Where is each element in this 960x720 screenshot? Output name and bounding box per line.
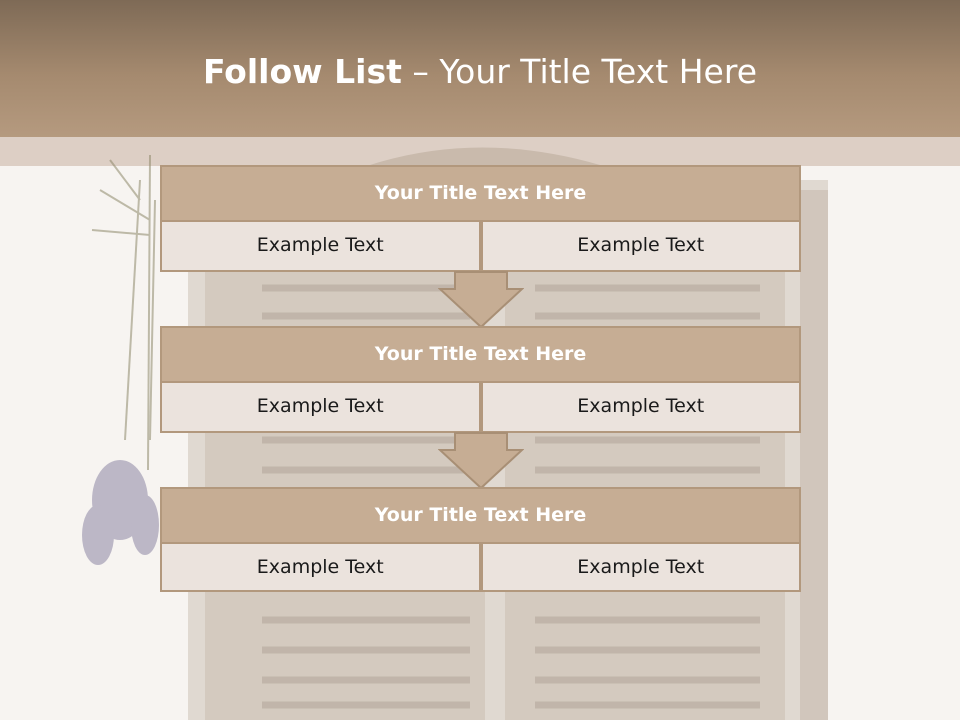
slide-title-separator: – xyxy=(401,52,440,91)
down-arrow-icon xyxy=(438,432,524,490)
list-block-2: Your Title Text Here Example Text Exampl… xyxy=(160,326,801,433)
block-title: Your Title Text Here xyxy=(160,165,801,222)
block-cell-left: Example Text xyxy=(160,222,481,272)
slide-title-rest: Your Title Text Here xyxy=(439,52,758,91)
slide-title-bold: Follow List xyxy=(202,52,402,91)
block-cell-right: Example Text xyxy=(480,383,801,433)
block-cell-right: Example Text xyxy=(480,544,801,592)
block-row: Example Text Example Text xyxy=(160,544,801,592)
list-block-1: Your Title Text Here Example Text Exampl… xyxy=(160,165,801,272)
block-title: Your Title Text Here xyxy=(160,487,801,544)
block-cell-right: Example Text xyxy=(480,222,801,272)
block-row: Example Text Example Text xyxy=(160,222,801,272)
down-arrow-icon xyxy=(438,271,524,329)
list-block-3: Your Title Text Here Example Text Exampl… xyxy=(160,487,801,592)
block-cell-left: Example Text xyxy=(160,544,481,592)
block-cell-left: Example Text xyxy=(160,383,481,433)
slide-title: Follow List – Your Title Text Here xyxy=(0,52,960,91)
block-row: Example Text Example Text xyxy=(160,383,801,433)
slide-header xyxy=(0,0,960,137)
block-title: Your Title Text Here xyxy=(160,326,801,383)
